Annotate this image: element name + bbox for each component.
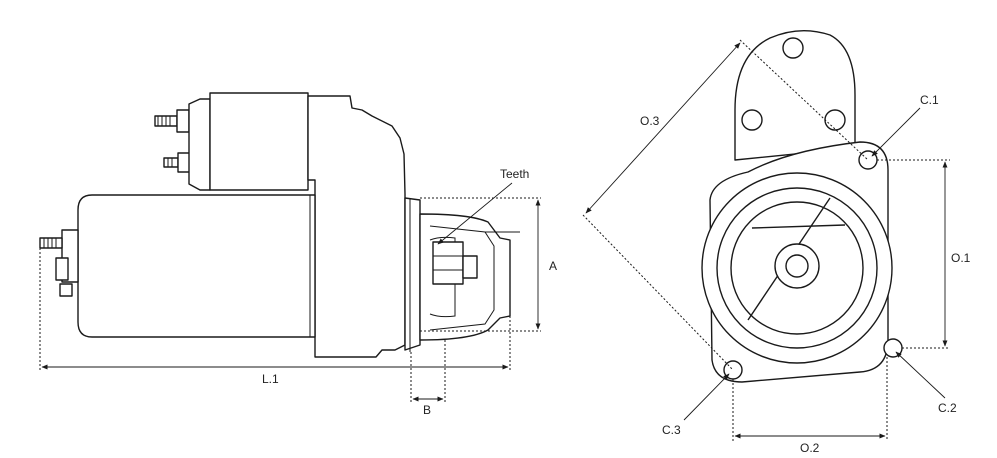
callout-c3-label: C.3 [662,423,681,437]
front-view: O.1 O.2 O.3 C.1 C.2 C.3 [582,30,971,455]
dimension-o2-label: O.2 [800,441,820,455]
dimension-o3-label: O.3 [640,114,660,128]
upper-lobe [734,30,856,161]
teeth-label: Teeth [500,167,529,181]
solenoid-terminal-top [154,109,190,133]
dimension-l1: L.1 [39,248,511,386]
dimension-a-label: A [549,259,557,273]
side-view: Teeth A B L.1 [39,92,557,417]
callout-c1-label: C.1 [920,93,939,107]
solenoid-body [209,92,309,191]
dimension-o3: O.3 [582,39,869,371]
dimension-o1-label: O.1 [951,251,971,265]
rear-stud [39,237,63,249]
dimension-o1: O.1 [877,159,971,349]
dimension-o2: O.2 [732,357,888,455]
upper-hole-right [824,109,846,131]
dimension-a: A [420,197,557,332]
front-shaft-outer [774,243,820,289]
solenoid-terminal-bottom [163,152,191,173]
callout-c2: C.2 [895,351,957,415]
upper-hole-top [782,37,804,59]
front-housing-inner [730,201,864,335]
drive-housing [307,95,406,358]
solenoid-cap [188,98,211,191]
callout-c2-label: C.2 [938,401,957,415]
callout-c3: C.3 [662,373,730,437]
front-housing-ring [716,187,878,349]
mount-hole-c2 [883,338,903,358]
front-shaft-inner [785,254,809,278]
callout-c1: C.1 [871,93,939,157]
pinion-gear [432,241,464,285]
upper-hole-left [741,109,763,131]
dimension-l1-label: L.1 [262,372,279,386]
pinion-shaft [462,255,478,279]
dimension-b-label: B [423,403,431,417]
motor-yoke [77,194,316,338]
dimension-b: B [410,340,446,417]
mounting-flange [404,197,421,351]
